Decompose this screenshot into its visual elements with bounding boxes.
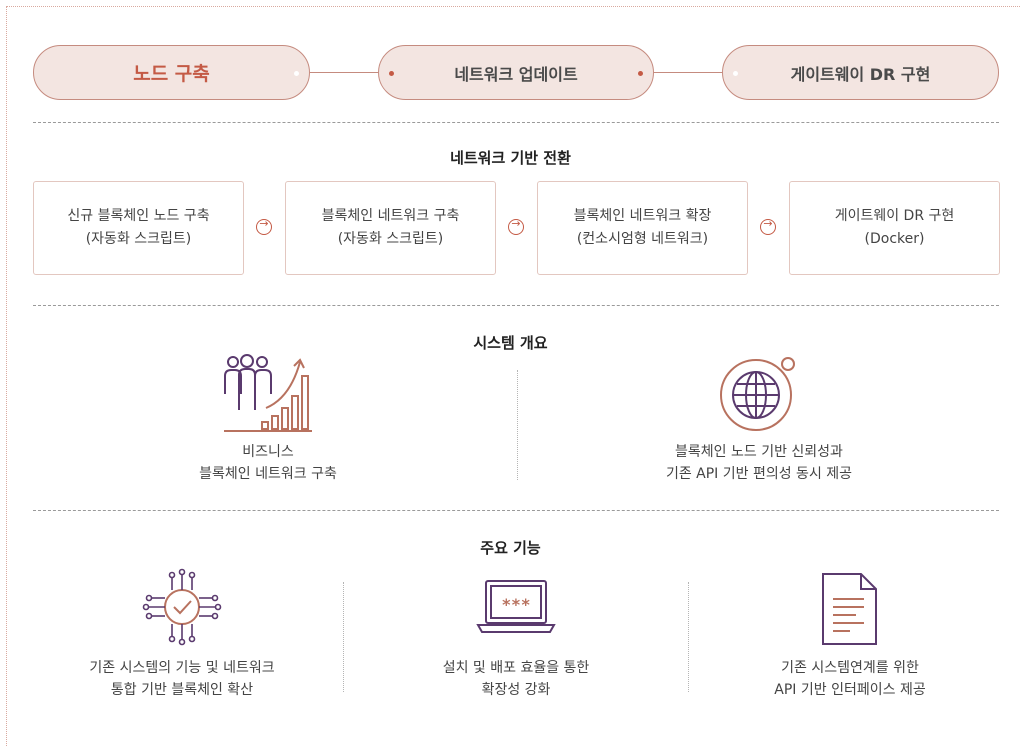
- caption-line1: 비즈니스: [242, 444, 294, 460]
- arrow-right-icon: [256, 217, 272, 235]
- step-label: 노드 구축: [133, 63, 210, 85]
- caption-line1: 설치 및 배포 효율을 통한: [442, 660, 590, 676]
- step-label: 네트워크 업데이트: [454, 64, 578, 84]
- outer-frame: [6, 6, 1020, 746]
- caption-line1: 기존 시스템연계를 위한: [781, 660, 919, 676]
- overview-caption: 블록체인 노드 기반 신뢰성과 기존 API 기반 편의성 동시 제공: [631, 441, 887, 485]
- arrow-right-icon: [508, 217, 524, 235]
- card-line2: (자동화 스크립트): [337, 231, 444, 247]
- card-line2: (자동화 스크립트): [85, 231, 192, 247]
- step-dot: [389, 70, 394, 76]
- step-label: 게이트웨이 DR 구현: [790, 64, 931, 84]
- transition-card: 게이트웨이 DR 구현 (Docker): [789, 181, 1000, 275]
- step-connector: [310, 72, 378, 73]
- section-title-overview: 시스템 개요: [473, 334, 548, 352]
- transition-card: 블록체인 네트워크 구축 (자동화 스크립트): [285, 181, 496, 275]
- step-node-build[interactable]: 노드 구축: [33, 45, 310, 100]
- feature-caption: 기존 시스템연계를 위한 API 기반 인터페이스 제공: [722, 657, 978, 701]
- step-network-update[interactable]: 네트워크 업데이트: [378, 45, 654, 100]
- step-gateway-dr[interactable]: 게이트웨이 DR 구현: [722, 45, 999, 100]
- section-divider: [33, 122, 999, 123]
- caption-line1: 기존 시스템의 기능 및 네트워크: [89, 660, 275, 676]
- card-line1: 신규 블록체인 노드 구축: [67, 208, 210, 224]
- caption-line2: 블록체인 네트워크 구축: [199, 466, 337, 482]
- step-dot: [733, 70, 738, 76]
- step-connector: [654, 72, 722, 73]
- section-divider: [33, 510, 999, 511]
- column-divider: [343, 582, 344, 692]
- card-line2: (컨소시엄형 네트워크): [576, 231, 709, 247]
- laptop-password-icon: ***: [476, 580, 556, 633]
- caption-line1: 블록체인 노드 기반 신뢰성과: [675, 444, 843, 460]
- overview-caption: 비즈니스 블록체인 네트워크 구축: [140, 441, 396, 485]
- caption-line2: 통합 기반 블록체인 확산: [110, 682, 254, 698]
- circuit-check-icon: [142, 568, 222, 646]
- step-dot: [294, 70, 299, 76]
- column-divider: [517, 370, 518, 480]
- business-growth-icon: [224, 354, 312, 432]
- card-line2: (Docker): [864, 231, 925, 247]
- card-line1: 블록체인 네트워크 구축: [321, 208, 460, 224]
- section-title-features: 주요 기능: [480, 539, 541, 557]
- arrow-right-icon: [760, 217, 776, 235]
- caption-line2: API 기반 인터페이스 제공: [774, 682, 926, 698]
- caption-line2: 기존 API 기반 편의성 동시 제공: [665, 466, 853, 482]
- step-dot: [638, 70, 643, 76]
- caption-line2: 확장성 강화: [481, 682, 551, 698]
- card-line1: 게이트웨이 DR 구현: [834, 208, 955, 224]
- card-line1: 블록체인 네트워크 확장: [573, 208, 712, 224]
- column-divider: [688, 582, 689, 692]
- section-divider: [33, 305, 999, 306]
- transition-card: 신규 블록체인 노드 구축 (자동화 스크립트): [33, 181, 244, 275]
- svg-text:***: ***: [502, 595, 531, 614]
- feature-caption: 설치 및 배포 효율을 통한 확장성 강화: [388, 657, 644, 701]
- transition-card: 블록체인 네트워크 확장 (컨소시엄형 네트워크): [537, 181, 748, 275]
- section-title-transition: 네트워크 기반 전환: [450, 149, 571, 167]
- feature-caption: 기존 시스템의 기능 및 네트워크 통합 기반 블록체인 확산: [54, 657, 310, 701]
- document-icon: [822, 573, 877, 645]
- globe-icon: [720, 357, 795, 431]
